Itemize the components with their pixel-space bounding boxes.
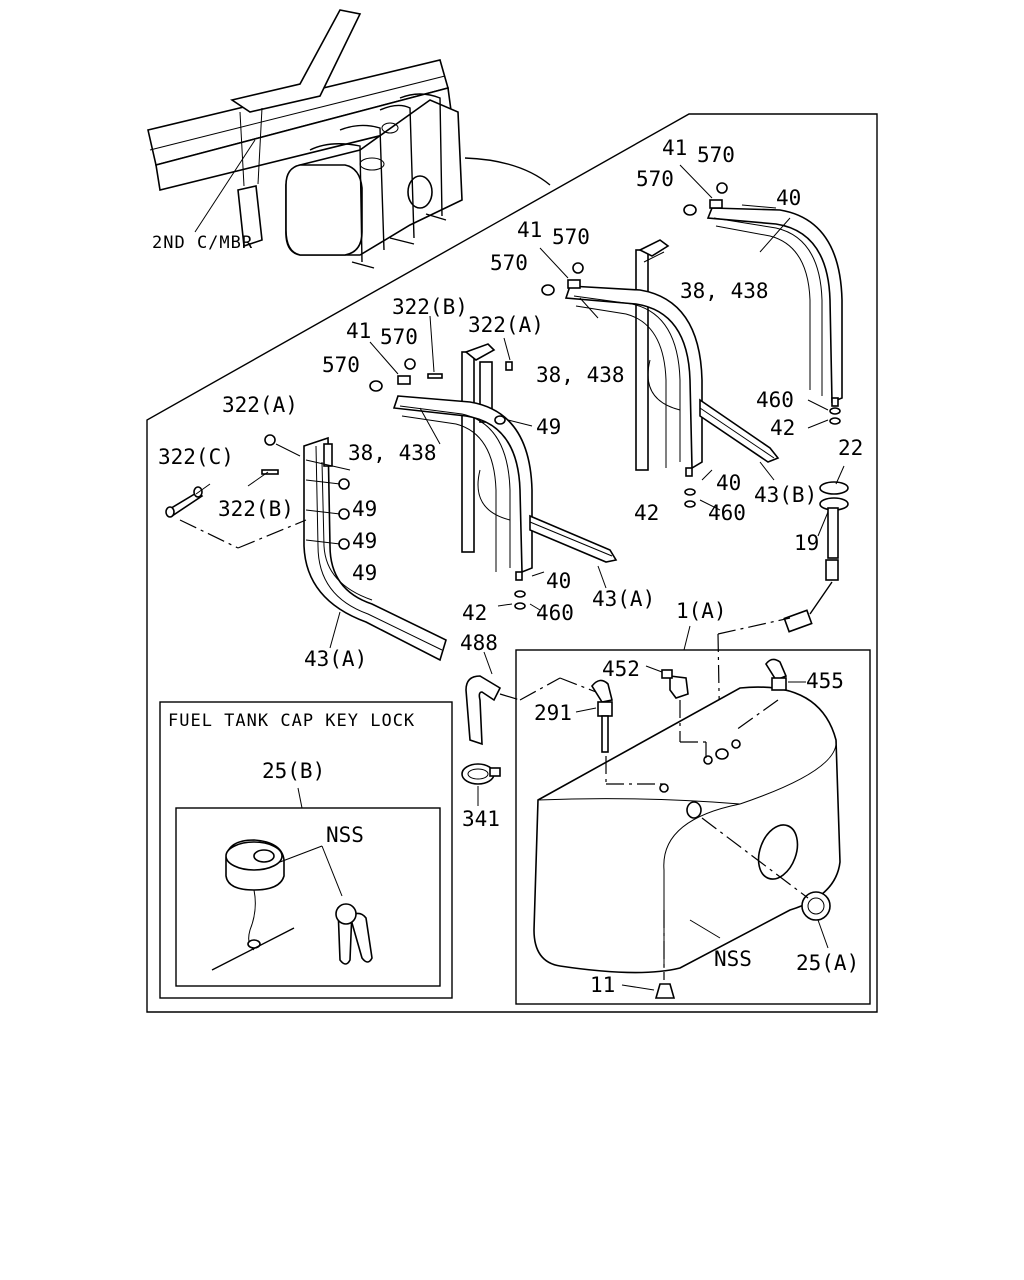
label-49: 49 [352,497,377,521]
label-nss: NSS [714,947,752,971]
label-460: 460 [536,601,574,625]
label-322a: 322(A) [222,393,298,417]
label-38-438: 38, 438 [536,363,625,387]
label-455: 455 [806,669,844,693]
label-49: 49 [536,415,561,439]
label-322b: 322(B) [218,497,294,521]
label-570: 570 [380,325,418,349]
overview-illustration [147,9,551,269]
label-42: 42 [770,416,795,440]
gauge-unit [717,465,849,749]
label-43b: 43(B) [754,483,817,507]
label-570: 570 [636,167,674,191]
label-322a: 322(A) [468,313,544,337]
fuel-cap-icon [211,839,295,971]
frame-member-label: 2ND C/MBR [152,233,253,253]
label-322b: 322(B) [392,295,468,319]
strap-left-middle [369,315,618,611]
label-43a: 43(A) [304,647,367,671]
label-1a: 1(A) [676,599,727,623]
label-291: 291 [534,701,572,725]
label-41: 41 [662,136,687,160]
label-322c: 322(C) [158,445,234,469]
inset-box [159,701,453,999]
diagram-frame [146,113,878,1013]
inset-inner-box [175,807,441,987]
strap-middle [539,239,780,511]
fuel-tank [533,658,841,999]
label-460: 460 [708,501,746,525]
label-40: 40 [716,471,741,495]
label-41: 41 [346,319,371,343]
label-19: 19 [794,531,819,555]
key-icon [279,845,373,965]
label-40: 40 [546,569,571,593]
label-49: 49 [352,561,377,585]
label-49: 49 [352,529,377,553]
label-38-438: 38, 438 [348,441,437,465]
label-43a: 43(A) [592,587,655,611]
label-38-438: 38, 438 [680,279,769,303]
label-25a: 25(A) [796,951,859,975]
label-570: 570 [552,225,590,249]
inset-title: FUEL TANK CAP KEY LOCK [168,711,415,731]
label-25b: 25(B) [262,759,325,783]
tank-box [515,649,871,1005]
label-42: 42 [634,501,659,525]
label-460: 460 [756,388,794,412]
label-341: 341 [462,807,500,831]
label-41: 41 [517,218,542,242]
label-42: 42 [462,601,487,625]
strap-right [679,164,843,429]
label-11: 11 [590,973,615,997]
label-488: 488 [460,631,498,655]
label-40: 40 [776,186,801,210]
label-452: 452 [602,657,640,681]
label-570: 570 [322,353,360,377]
bracket-left [165,434,447,662]
label-nss-inset: NSS [326,823,364,847]
label-22: 22 [838,436,863,460]
label-570: 570 [490,251,528,275]
label-570: 570 [697,143,735,167]
